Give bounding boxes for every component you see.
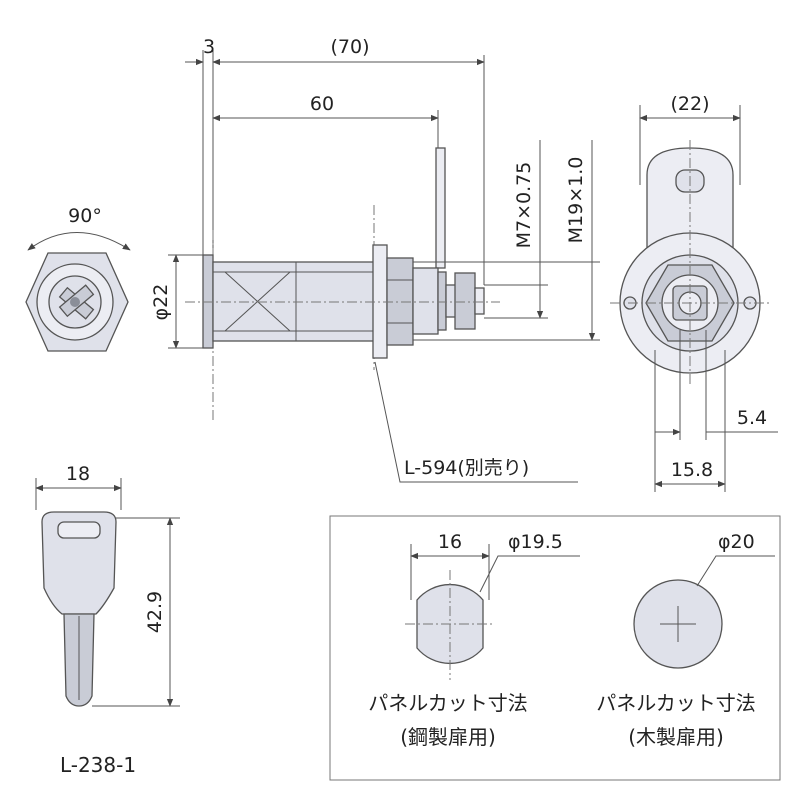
thread-large-label: M19×1.0 bbox=[565, 157, 587, 244]
body-length-label: 60 bbox=[310, 93, 334, 115]
steel-cutout: 16 φ19.5 パネルカット寸法 (鋼製扉用) bbox=[368, 531, 580, 749]
wood-dia-leader bbox=[696, 555, 775, 587]
steel-cutout-subtitle: (鋼製扉用) bbox=[400, 725, 496, 749]
key-hole bbox=[57, 521, 101, 539]
rotation-angle-label: 90° bbox=[68, 205, 102, 227]
overall-length-label: (70) bbox=[330, 36, 369, 58]
shaft-end bbox=[474, 287, 485, 315]
offset-a-label: 5.4 bbox=[737, 407, 767, 429]
wood-cutout-subtitle: (木製扉用) bbox=[628, 725, 724, 749]
side-view: 3 (70) 60 φ22 M7×0.75 bbox=[150, 36, 600, 483]
key-part-number-label: L-238-1 bbox=[60, 753, 136, 777]
cut-width-label: 16 bbox=[438, 531, 462, 553]
flange-thickness-label: 3 bbox=[203, 36, 215, 58]
key-length-label: 42.9 bbox=[144, 591, 166, 633]
rotation-arc bbox=[27, 232, 131, 251]
cam-width-label: (22) bbox=[670, 93, 709, 115]
cam-plate bbox=[435, 147, 446, 269]
accessory-leader bbox=[374, 361, 578, 483]
wood-cutout-title: パネルカット寸法 bbox=[596, 691, 755, 715]
small-nut bbox=[454, 272, 476, 330]
steel-cutout-title: パネルカット寸法 bbox=[368, 691, 527, 715]
rear-view: (22) 5.4 15.8 bbox=[610, 93, 778, 492]
stopper bbox=[412, 267, 439, 335]
key-width-label: 18 bbox=[66, 463, 90, 485]
thread-small-label: M7×0.75 bbox=[513, 162, 535, 249]
cut-diameter-steel-label: φ19.5 bbox=[508, 531, 563, 553]
steel-dia-leader bbox=[479, 555, 580, 593]
panel-cutout-box: 16 φ19.5 パネルカット寸法 (鋼製扉用) φ20 パネルカット寸法 (木… bbox=[329, 515, 781, 781]
key-view: 18 42.9 L-238-1 bbox=[35, 463, 180, 777]
accessory-callout-label: L-594(別売り) bbox=[404, 457, 529, 479]
wood-cutout: φ20 パネルカット寸法 (木製扉用) bbox=[596, 531, 775, 749]
cut-diameter-wood-label: φ20 bbox=[718, 531, 755, 553]
offset-b-label: 15.8 bbox=[671, 459, 713, 481]
flange-diameter-label: φ22 bbox=[150, 284, 172, 321]
panel-cutout-frame bbox=[329, 515, 781, 781]
front-view: 90° bbox=[25, 205, 131, 352]
keyway-icon bbox=[58, 284, 95, 320]
cam-holder bbox=[437, 271, 447, 331]
